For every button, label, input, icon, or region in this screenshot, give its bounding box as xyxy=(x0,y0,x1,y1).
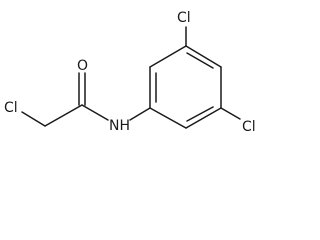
atom-labels: Cl O NH Cl Cl xyxy=(4,10,256,135)
bond-nitrogen-ring xyxy=(129,107,151,121)
ring-bond-3 xyxy=(185,45,222,68)
ring-bond-5 xyxy=(185,107,222,129)
ring-double-bond-top-right xyxy=(186,52,214,69)
ring-bond-2 xyxy=(149,45,187,68)
atom-label-oxygen: O xyxy=(77,58,88,74)
bond-ring-cl-bottom xyxy=(220,107,241,120)
atom-label-nitrogen-hydrogen: NH xyxy=(109,118,130,134)
atom-label-cl-alkyl: Cl xyxy=(4,100,18,116)
ring-bond-6 xyxy=(149,107,187,129)
bond-lines xyxy=(21,26,241,129)
atom-label-cl-ring-bottom: Cl xyxy=(242,119,256,135)
bond-ch2-carbonyl xyxy=(44,104,83,127)
bond-cl-ch2 xyxy=(21,111,46,127)
bond-carbonyl-nitrogen xyxy=(81,104,109,121)
chemical-structure: Cl O NH Cl Cl xyxy=(4,10,256,135)
ring-double-bond-bottom-right xyxy=(186,106,214,122)
atom-label-cl-ring-top: Cl xyxy=(177,10,191,26)
